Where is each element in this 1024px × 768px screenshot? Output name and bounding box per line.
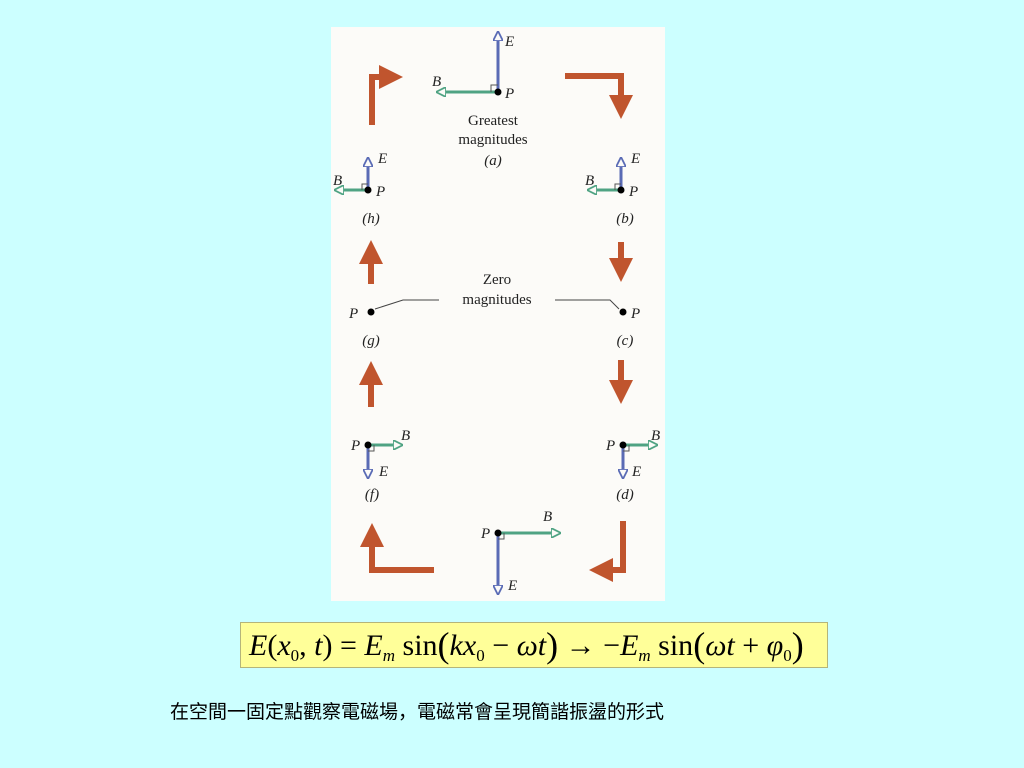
zero-label-line1: Zero bbox=[483, 272, 511, 288]
b-label-f: B bbox=[401, 428, 410, 444]
cycle-arrow-h-to-a bbox=[369, 65, 403, 125]
panel-label-f: (f) bbox=[365, 487, 379, 503]
e-label-a: E bbox=[504, 34, 514, 50]
panel-b: E B P (b) bbox=[585, 151, 640, 227]
p-label-g: P bbox=[348, 306, 358, 322]
figure-svg: E B P Greatest magnitudes (a) E B P (b) … bbox=[333, 27, 660, 601]
em-wave-cycle-figure: E B P Greatest magnitudes (a) E B P (b) … bbox=[331, 27, 665, 601]
e-label-e: E bbox=[507, 578, 517, 594]
point-a bbox=[494, 88, 502, 96]
e-label-b: E bbox=[630, 151, 640, 167]
b-label-h: B bbox=[333, 173, 342, 189]
cycle-arrow-d-to-e bbox=[589, 521, 626, 582]
greatest-label-line1: Greatest bbox=[468, 113, 519, 129]
slide-caption: 在空間一固定點觀察電磁場，電磁常會呈現簡諧振盪的形式 bbox=[170, 701, 665, 723]
cycle-arrows bbox=[359, 65, 633, 582]
panel-label-d: (d) bbox=[616, 487, 634, 503]
p-label-d: P bbox=[605, 438, 615, 454]
point-g bbox=[367, 308, 375, 316]
e-label-h: E bbox=[377, 151, 387, 167]
panel-f: P B E (f) bbox=[350, 428, 410, 503]
p-label-b: P bbox=[628, 184, 638, 200]
cycle-arrow-a-to-b bbox=[565, 73, 633, 119]
panel-label-c: (c) bbox=[617, 333, 634, 349]
panel-label-h: (h) bbox=[362, 211, 380, 227]
panel-a: E B P Greatest magnitudes (a) bbox=[432, 34, 528, 169]
panel-h: E B P (h) bbox=[333, 151, 387, 227]
cycle-arrow-e-to-f bbox=[360, 523, 434, 573]
e-label-d: E bbox=[631, 464, 641, 480]
p-label-c: P bbox=[630, 306, 640, 322]
zero-label-line2: magnitudes bbox=[462, 292, 531, 308]
panel-label-g: (g) bbox=[362, 333, 380, 349]
e-label-f: E bbox=[378, 464, 388, 480]
b-label-e: B bbox=[543, 509, 552, 525]
p-label-h: P bbox=[375, 184, 385, 200]
panel-e: P B E bbox=[480, 509, 556, 594]
panel-d: P B E (d) bbox=[605, 428, 660, 503]
p-label-f: P bbox=[350, 438, 360, 454]
panel-label-b: (b) bbox=[616, 211, 634, 227]
oscillation-formula: E(x0, t) = Em sin(kx0 − ωt) → −Em sin(ωt… bbox=[249, 625, 804, 665]
formula-box: E(x0, t) = Em sin(kx0 − ωt) → −Em sin(ωt… bbox=[240, 622, 828, 668]
p-label-a: P bbox=[504, 86, 514, 102]
greatest-label-line2: magnitudes bbox=[458, 132, 527, 148]
b-label-b: B bbox=[585, 173, 594, 189]
panel-label-a: (a) bbox=[484, 153, 502, 169]
b-label-a: B bbox=[432, 74, 441, 90]
point-c bbox=[619, 308, 627, 316]
b-label-d: B bbox=[651, 428, 660, 444]
zero-magnitudes: Zero magnitudes P (g) P (c) bbox=[348, 272, 640, 349]
p-label-e: P bbox=[480, 526, 490, 542]
